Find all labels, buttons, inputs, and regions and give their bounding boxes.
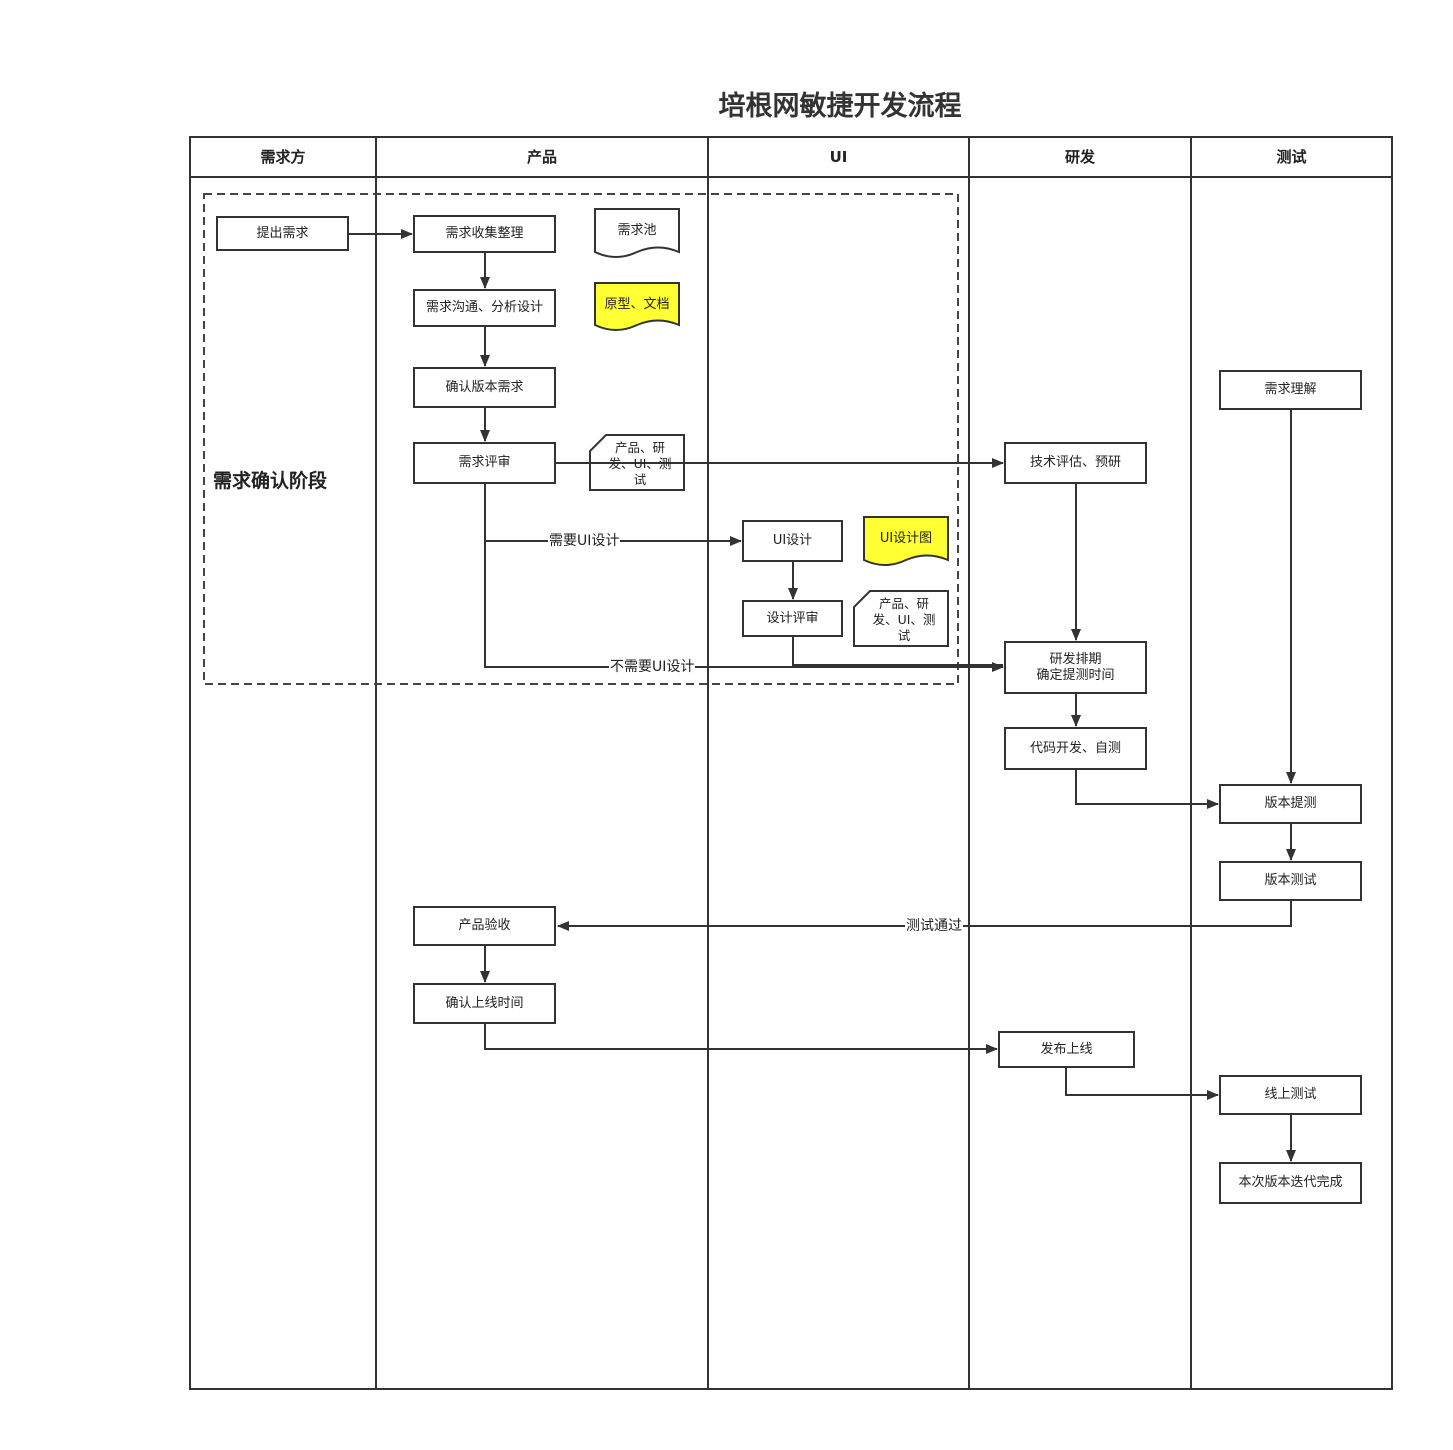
node-version-submit[interactable]: 版本提测 — [1219, 784, 1362, 824]
phase-boundary — [203, 193, 959, 685]
node-release[interactable]: 发布上线 — [998, 1031, 1135, 1068]
edge-launch-to-release — [484, 1023, 998, 1054]
edge-release-to-online-test — [1065, 1067, 1219, 1100]
doc-prototype-docs[interactable]: 原型、文档 — [604, 296, 670, 312]
swimlane-frame — [189, 136, 1393, 1390]
node-version-test[interactable]: 版本测试 — [1219, 861, 1362, 901]
doc-requirement-pool[interactable]: 需求池 — [617, 222, 657, 238]
node-product-acceptance[interactable]: 产品验收 — [413, 906, 556, 946]
node-ui-design[interactable]: UI设计 — [742, 520, 843, 562]
node-dev-schedule-line1: 研发排期 — [1049, 651, 1102, 667]
lane-header-requester: 需求方 — [260, 148, 306, 166]
lane-header-dev: 研发 — [1064, 148, 1095, 166]
card-design-review-participants[interactable]: 产品、研发、UI、测试 — [872, 595, 936, 643]
node-design-review[interactable]: 设计评审 — [742, 600, 843, 637]
lane-header-test: 测试 — [1276, 148, 1307, 166]
node-confirm-version[interactable]: 确认版本需求 — [413, 367, 556, 408]
edge-review-no-ui — [484, 541, 1004, 672]
node-online-test[interactable]: 线上测试 — [1219, 1075, 1362, 1115]
lane-header-product: 产品 — [526, 148, 557, 166]
node-requirement-review[interactable]: 需求评审 — [413, 442, 556, 484]
node-dev-schedule-line2: 确定提测时间 — [1036, 667, 1115, 683]
node-confirm-launch-time[interactable]: 确认上线时间 — [413, 983, 556, 1024]
prototype-docs-shape — [594, 282, 680, 331]
design-review-participants-shape — [853, 590, 949, 647]
node-raise-requirement[interactable]: 提出需求 — [216, 216, 349, 251]
edge-code-to-submit — [1075, 769, 1219, 809]
edge-label-no-ui: 不需要UI设计 — [609, 659, 696, 675]
edge-label-test-pass: 测试通过 — [905, 918, 963, 934]
node-iteration-complete[interactable]: 本次版本迭代完成 — [1219, 1162, 1362, 1204]
diagram-title: 培根网敏捷开发流程 — [718, 91, 962, 122]
node-analyze-design[interactable]: 需求沟通、分析设计 — [413, 289, 556, 327]
node-collect-requirements[interactable]: 需求收集整理 — [413, 215, 556, 253]
node-requirement-understanding[interactable]: 需求理解 — [1219, 370, 1362, 410]
phase-label: 需求确认阶段 — [213, 470, 328, 492]
connectors — [349, 229, 1296, 1162]
node-tech-evaluation[interactable]: 技术评估、预研 — [1004, 442, 1147, 484]
edge-label-need-ui: 需要UI设计 — [548, 533, 621, 549]
doc-ui-design[interactable]: UI设计图 — [879, 530, 933, 546]
card-review-participants[interactable]: 产品、研发、UI、测试 — [608, 439, 672, 487]
edge-test-to-accept — [557, 900, 1292, 931]
edge-design-review-to-schedule — [792, 636, 1003, 666]
req-pool-shape — [594, 208, 680, 258]
node-dev-schedule[interactable]: 研发排期 确定提测时间 — [1004, 641, 1147, 694]
node-code-development[interactable]: 代码开发、自测 — [1004, 727, 1147, 770]
ui-design-doc-shape — [863, 516, 949, 566]
lane-header-ui: UI — [829, 148, 848, 166]
